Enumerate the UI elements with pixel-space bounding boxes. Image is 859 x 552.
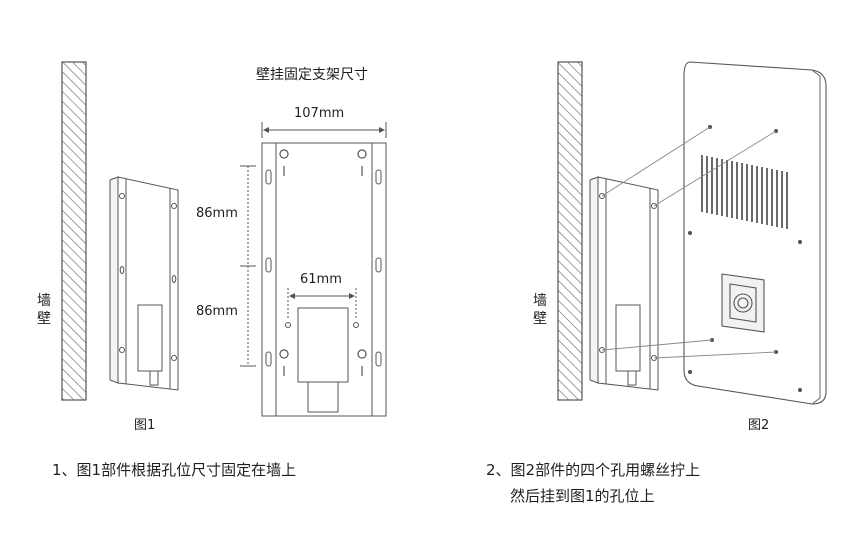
dim-hole-spacing (287, 288, 357, 318)
dim-width (261, 122, 387, 138)
figure2-caption: 图2 (748, 418, 770, 433)
figure2-wall (557, 61, 583, 401)
figure2-wall-char-2: 壁 (533, 311, 547, 327)
bracket-front-view (261, 142, 387, 417)
figure1-bracket (109, 176, 179, 391)
figure2-device (683, 61, 827, 405)
figure2-wall-char-1: 墙 (533, 293, 547, 309)
step-2-text-line1: 2、图2部件的四个孔用螺丝拧上 (486, 461, 701, 479)
figure1-wall (61, 61, 87, 401)
lower-height-label: 86mm (196, 304, 238, 319)
figure1-wall-char-2: 壁 (37, 311, 51, 327)
upper-height-label: 86mm (196, 206, 238, 221)
dim-heights (240, 165, 256, 367)
width-dimension-label: 107mm (294, 106, 345, 121)
alignment-lines (601, 126, 777, 359)
figure2-wall-label: 墙 壁 (532, 292, 548, 328)
figure1-wall-char-1: 墙 (37, 293, 51, 309)
figure2-bracket (589, 176, 659, 391)
figure1-caption: 图1 (134, 418, 156, 433)
figure1-wall-label: 墙 壁 (36, 292, 52, 328)
hole-spacing-label: 61mm (300, 272, 342, 287)
vent-grille (701, 155, 788, 229)
step-2-text-line2: 然后挂到图1的孔位上 (510, 487, 655, 505)
bracket-title: 壁挂固定支架尺寸 (256, 67, 368, 83)
step-1-text: 1、图1部件根据孔位尺寸固定在墙上 (52, 461, 297, 479)
